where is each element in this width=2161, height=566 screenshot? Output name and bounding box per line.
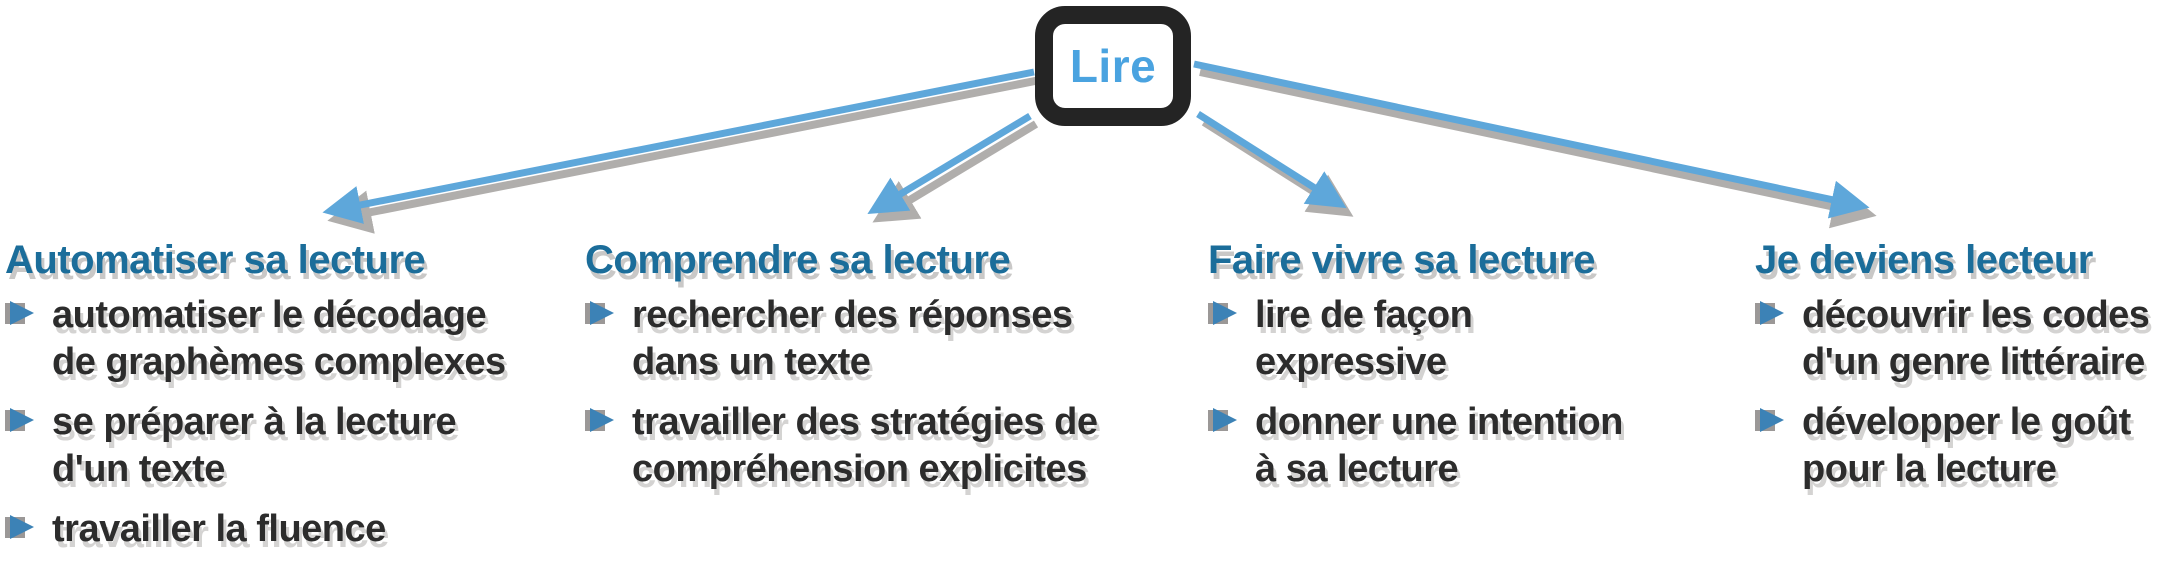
bullet-arrow-icon: [1755, 407, 1785, 434]
item-line: compréhension explicites: [632, 448, 1087, 490]
item-line: d'un texte: [52, 448, 225, 490]
item-line: développer le goût: [1802, 401, 2131, 443]
arrow-shadow-inner-left: [872, 120, 1039, 223]
list-item: se préparer à la lecture d'un texte: [5, 399, 495, 493]
list-item: travailler la fluence: [5, 506, 495, 553]
bullet-arrow-icon: [585, 300, 615, 327]
branch-title: Je deviens lecteur: [1755, 238, 2093, 282]
item-line: lire de façon: [1255, 294, 1473, 336]
branch-automatiser: Automatiser sa lecture automatiser le dé…: [5, 238, 506, 566]
item-line: d'un genre littéraire: [1802, 341, 2145, 383]
bullet-arrow-icon: [5, 407, 35, 434]
branch-title: Faire vivre sa lecture: [1208, 238, 1596, 282]
item-line: pour la lecture: [1802, 448, 2057, 490]
item-line: travailler la fluence: [52, 508, 386, 550]
list-item: donner une intention à sa lecture: [1208, 399, 1708, 493]
branch-title: Comprendre sa lecture: [585, 238, 1011, 282]
list-item: lire de façon expressive: [1208, 292, 1708, 386]
arrow-shadow-far-left: [327, 76, 1041, 234]
bullet-arrow-icon: [5, 514, 35, 541]
item-line: travailler des stratégies de: [632, 401, 1098, 443]
item-line: à sa lecture: [1255, 448, 1459, 490]
item-line: donner une intention: [1255, 401, 1623, 443]
item-line: expressive: [1255, 341, 1447, 383]
branch-comprendre: Comprendre sa lecture rechercher des rép…: [585, 238, 1170, 506]
root-node-label: Lire: [1069, 40, 1157, 92]
branch-faire-vivre: Faire vivre sa lecture lire de façon exp…: [1208, 238, 1708, 506]
list-item: développer le goût pour la lecture: [1755, 399, 2161, 493]
arrow-shadow-far-right: [1199, 68, 1877, 229]
bullet-arrow-icon: [1208, 407, 1238, 434]
root-node-lire: Lire: [1035, 6, 1191, 126]
list-item: découvrir les codes d'un genre littérair…: [1755, 292, 2161, 386]
arrow-shadow-inner-right: [1201, 118, 1354, 217]
bullet-arrow-icon: [1755, 300, 1785, 327]
branch-je-deviens-lecteur: Je deviens lecteur découvrir les codes d…: [1755, 238, 2161, 506]
item-line: automatiser le décodage: [52, 294, 487, 336]
item-line: dans un texte: [632, 341, 871, 383]
branch-title: Automatiser sa lecture: [5, 238, 426, 282]
list-item: rechercher des réponses dans un texte: [585, 292, 1170, 386]
arrow-far-right: [1193, 60, 1870, 219]
arrow-far-left: [322, 68, 1035, 224]
bullet-arrow-icon: [1208, 300, 1238, 327]
item-line: rechercher des réponses: [632, 294, 1073, 336]
list-item: travailler des stratégies de compréhensi…: [585, 399, 1170, 493]
arrow-inner-left: [867, 113, 1032, 214]
item-line: se préparer à la lecture: [52, 401, 457, 443]
arrow-inner-right: [1196, 111, 1347, 209]
item-line: découvrir les codes: [1802, 294, 2150, 336]
item-line: de graphèmes complexes: [52, 341, 506, 383]
bullet-arrow-icon: [5, 300, 35, 327]
bullet-arrow-icon: [585, 407, 615, 434]
list-item: automatiser le décodage de graphèmes com…: [5, 292, 506, 386]
